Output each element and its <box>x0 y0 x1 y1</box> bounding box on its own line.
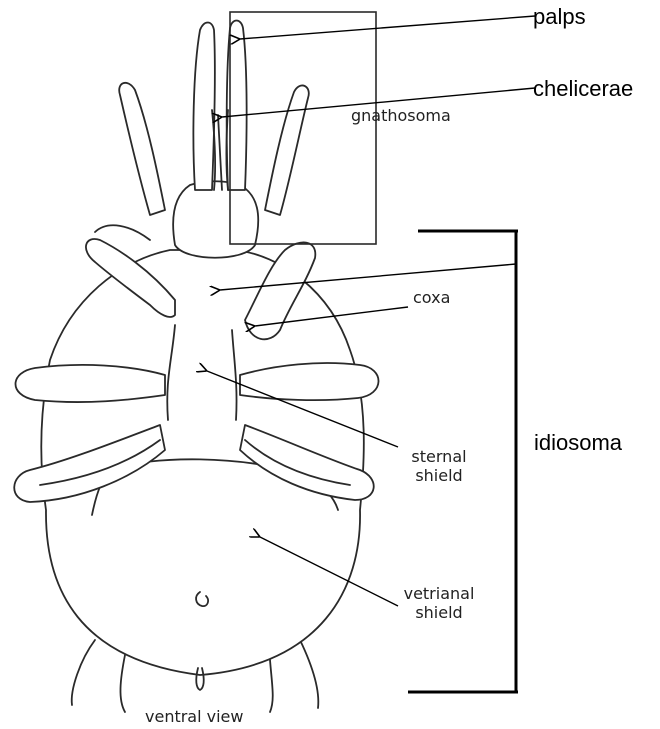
palp-left <box>193 23 214 191</box>
chelicerae-label: chelicerae <box>533 76 633 102</box>
gnathosoma-base <box>173 181 258 258</box>
ventrianal-shield-label: vetrianal shield <box>396 584 482 622</box>
coxa-label: coxa <box>413 288 450 307</box>
sternal-shield-label-line2: shield <box>404 466 474 485</box>
ventrianal-shield-label-line1: vetrianal <box>396 584 482 603</box>
gnathosoma-label: gnathosoma <box>351 106 451 125</box>
posterior-leg-right-2 <box>270 660 273 712</box>
idiosoma-label: idiosoma <box>534 430 622 456</box>
ventrianal-shield-label-line2: shield <box>396 603 482 622</box>
front-leg-left <box>119 83 165 215</box>
leg-i-left-segment <box>95 225 150 240</box>
palps-label: palps <box>533 4 586 30</box>
sternal-shield-label: sternal shield <box>404 447 474 485</box>
posterior-leg-right <box>300 640 318 708</box>
posterior-leg-left <box>72 640 95 705</box>
posterior-leg-left-2 <box>120 655 125 712</box>
caption-ventral-view: ventral view <box>145 707 243 726</box>
leg-ii-left <box>15 365 165 402</box>
front-leg-right <box>265 85 309 215</box>
sternal-shield-label-line1: sternal <box>404 447 474 466</box>
mite-illustration <box>14 21 378 713</box>
palps-pointer <box>240 16 535 39</box>
